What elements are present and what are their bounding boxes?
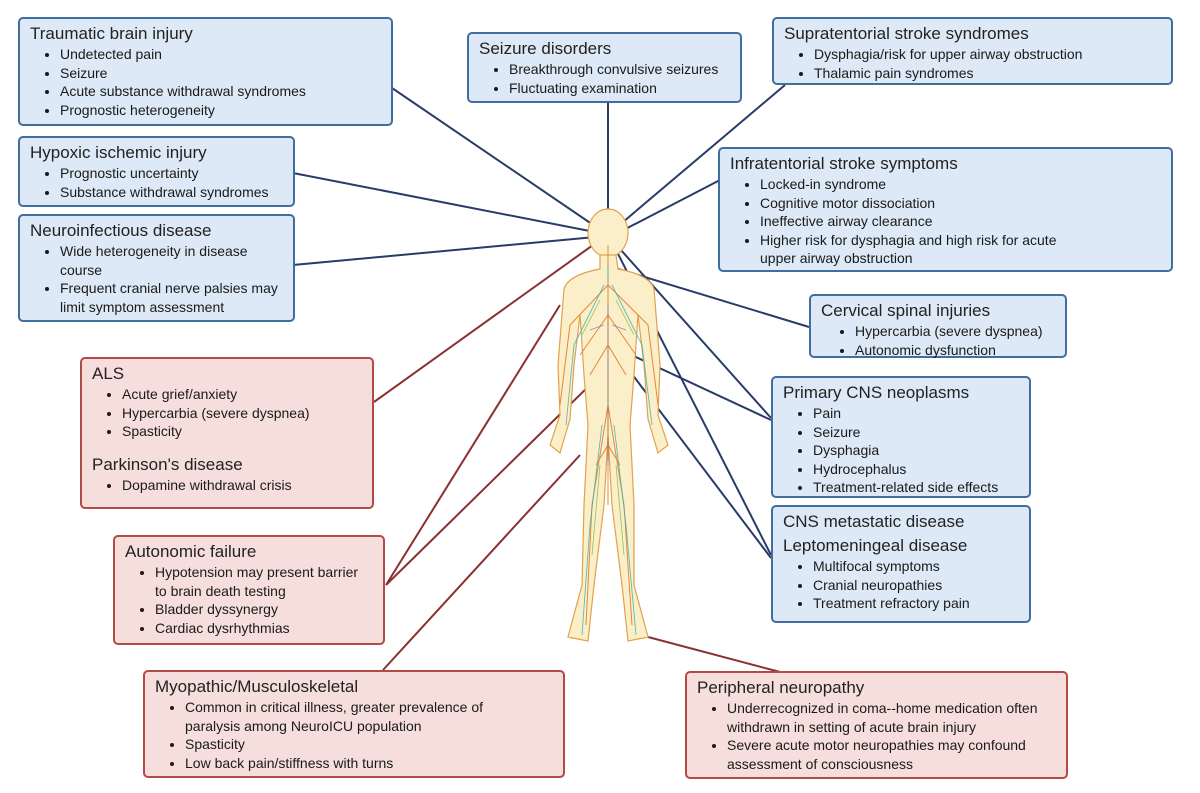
line-tbi xyxy=(391,87,606,234)
list-item: Undetected pain xyxy=(60,45,383,64)
line-hypoxic xyxy=(292,172,606,235)
box-title: Myopathic/Musculoskeletal xyxy=(155,677,359,696)
line-primary-1 xyxy=(611,239,772,419)
list-item: Treatment refractory pain xyxy=(813,594,1021,613)
list-item: Prognostic uncertainty xyxy=(60,164,285,183)
box-traumatic-brain-injury: Traumatic brain injury Undetected pain S… xyxy=(18,17,393,126)
list-item: Autonomic dysfunction xyxy=(855,341,1057,360)
list-item: Spasticity xyxy=(122,422,364,441)
box-seizure-disorders: Seizure disorders Breakthrough convulsiv… xyxy=(467,32,742,103)
list-item: Seizure xyxy=(813,423,1021,442)
line-autonomic-1 xyxy=(385,304,561,586)
list-item: Dopamine withdrawal crisis xyxy=(122,476,364,495)
list-item: Frequent cranial nerve palsies may limit… xyxy=(60,279,285,316)
list-item: Low back pain/stiffness with turns xyxy=(185,754,555,773)
list-item: Pain xyxy=(813,404,1021,423)
list-item: Treatment-related side effects xyxy=(813,478,1021,497)
list-item: Substance withdrawal syndromes xyxy=(60,183,285,202)
box-supratentorial-stroke: Supratentorial stroke syndromes Dysphagi… xyxy=(772,17,1173,85)
list-item: Locked-in syndrome xyxy=(760,175,1163,194)
line-primary-2 xyxy=(609,344,772,421)
list-item: Common in critical illness, greater prev… xyxy=(185,698,525,735)
box-hypoxic-ischemic-injury: Hypoxic ischemic injury Prognostic uncer… xyxy=(18,136,295,207)
box-title-leptomeningeal: Leptomeningeal disease xyxy=(783,536,968,555)
list-item: Cranial neuropathies xyxy=(813,576,1021,595)
box-myopathic-musculoskeletal: Myopathic/Musculoskeletal Common in crit… xyxy=(143,670,565,778)
list-item: Breakthrough convulsive seizures xyxy=(509,60,732,79)
list-item: Hypotension may present barrier to brain… xyxy=(155,563,367,600)
box-cervical-spinal-injuries: Cervical spinal injuries Hypercarbia (se… xyxy=(809,294,1067,358)
box-title: Peripheral neuropathy xyxy=(697,678,865,697)
list-item: Dysphagia/risk for upper airway obstruct… xyxy=(814,45,1163,64)
list-item: Acute substance withdrawal syndromes xyxy=(60,82,383,101)
line-supra xyxy=(609,84,786,234)
list-item: Acute grief/anxiety xyxy=(122,385,364,404)
box-title: Neuroinfectious disease xyxy=(30,221,212,240)
box-title: Cervical spinal injuries xyxy=(821,301,991,320)
line-als xyxy=(373,239,601,403)
body-silhouette xyxy=(549,254,669,642)
list-item: Wide heterogeneity in disease course xyxy=(60,242,275,279)
list-item: Spasticity xyxy=(185,735,555,754)
box-title: Hypoxic ischemic injury xyxy=(30,143,207,162)
box-title: Traumatic brain injury xyxy=(30,24,193,43)
box-title: Infratentorial stroke symptoms xyxy=(730,154,958,173)
box-title: Seizure disorders xyxy=(479,39,612,58)
line-cervical xyxy=(614,267,810,328)
box-neuroinfectious-disease: Neuroinfectious disease Wide heterogenei… xyxy=(18,214,295,322)
list-item: Hydrocephalus xyxy=(813,460,1021,479)
list-item: Cognitive motor dissociation xyxy=(760,194,1163,213)
list-item: Thalamic pain syndromes xyxy=(814,64,1163,83)
line-myo xyxy=(382,454,581,671)
human-nervous-system-figure xyxy=(549,208,669,642)
box-title: ALS xyxy=(92,364,125,383)
line-meta-2 xyxy=(609,344,772,559)
line-neuroinf xyxy=(292,235,607,266)
box-title: Supratentorial stroke syndromes xyxy=(784,24,1029,43)
line-infra xyxy=(611,179,721,237)
box-peripheral-neuropathy: Peripheral neuropathy Underrecognized in… xyxy=(685,671,1068,779)
line-periph xyxy=(647,636,781,673)
box-title: Autonomic failure xyxy=(125,542,257,561)
list-item: Fluctuating examination xyxy=(509,79,732,98)
box-als-parkinsons: ALS Acute grief/anxiety Hypercarbia (sev… xyxy=(80,357,374,509)
list-item: Severe acute motor neuropathies may conf… xyxy=(727,736,1057,773)
box-autonomic-failure: Autonomic failure Hypotension may presen… xyxy=(113,535,385,645)
list-item: Higher risk for dysphagia and high risk … xyxy=(760,231,1090,268)
list-item: Dysphagia xyxy=(813,441,1021,460)
list-item: Bladder dyssynergy xyxy=(155,600,375,619)
box-title: Primary CNS neoplasms xyxy=(783,383,970,402)
list-item: Hypercarbia (severe dyspnea) xyxy=(122,404,364,423)
box-primary-cns-neoplasms: Primary CNS neoplasms Pain Seizure Dysph… xyxy=(771,376,1031,498)
box-title-parkinsons: Parkinson's disease xyxy=(92,454,243,474)
list-item: Underrecognized in coma--home medication… xyxy=(727,699,1047,736)
box-title: CNS metastatic disease xyxy=(783,512,965,531)
list-item: Seizure xyxy=(60,64,383,83)
list-item: Multifocal symptoms xyxy=(813,557,1021,576)
box-infratentorial-stroke: Infratentorial stroke symptoms Locked-in… xyxy=(718,147,1173,272)
list-item: Cardiac dysrhythmias xyxy=(155,619,375,638)
list-item: Ineffective airway clearance xyxy=(760,212,1163,231)
list-item: Hypercarbia (severe dyspnea) xyxy=(855,322,1057,341)
box-cns-metastatic-disease: CNS metastatic disease Leptomeningeal di… xyxy=(771,505,1031,623)
list-item: Prognostic heterogeneity xyxy=(60,101,383,120)
